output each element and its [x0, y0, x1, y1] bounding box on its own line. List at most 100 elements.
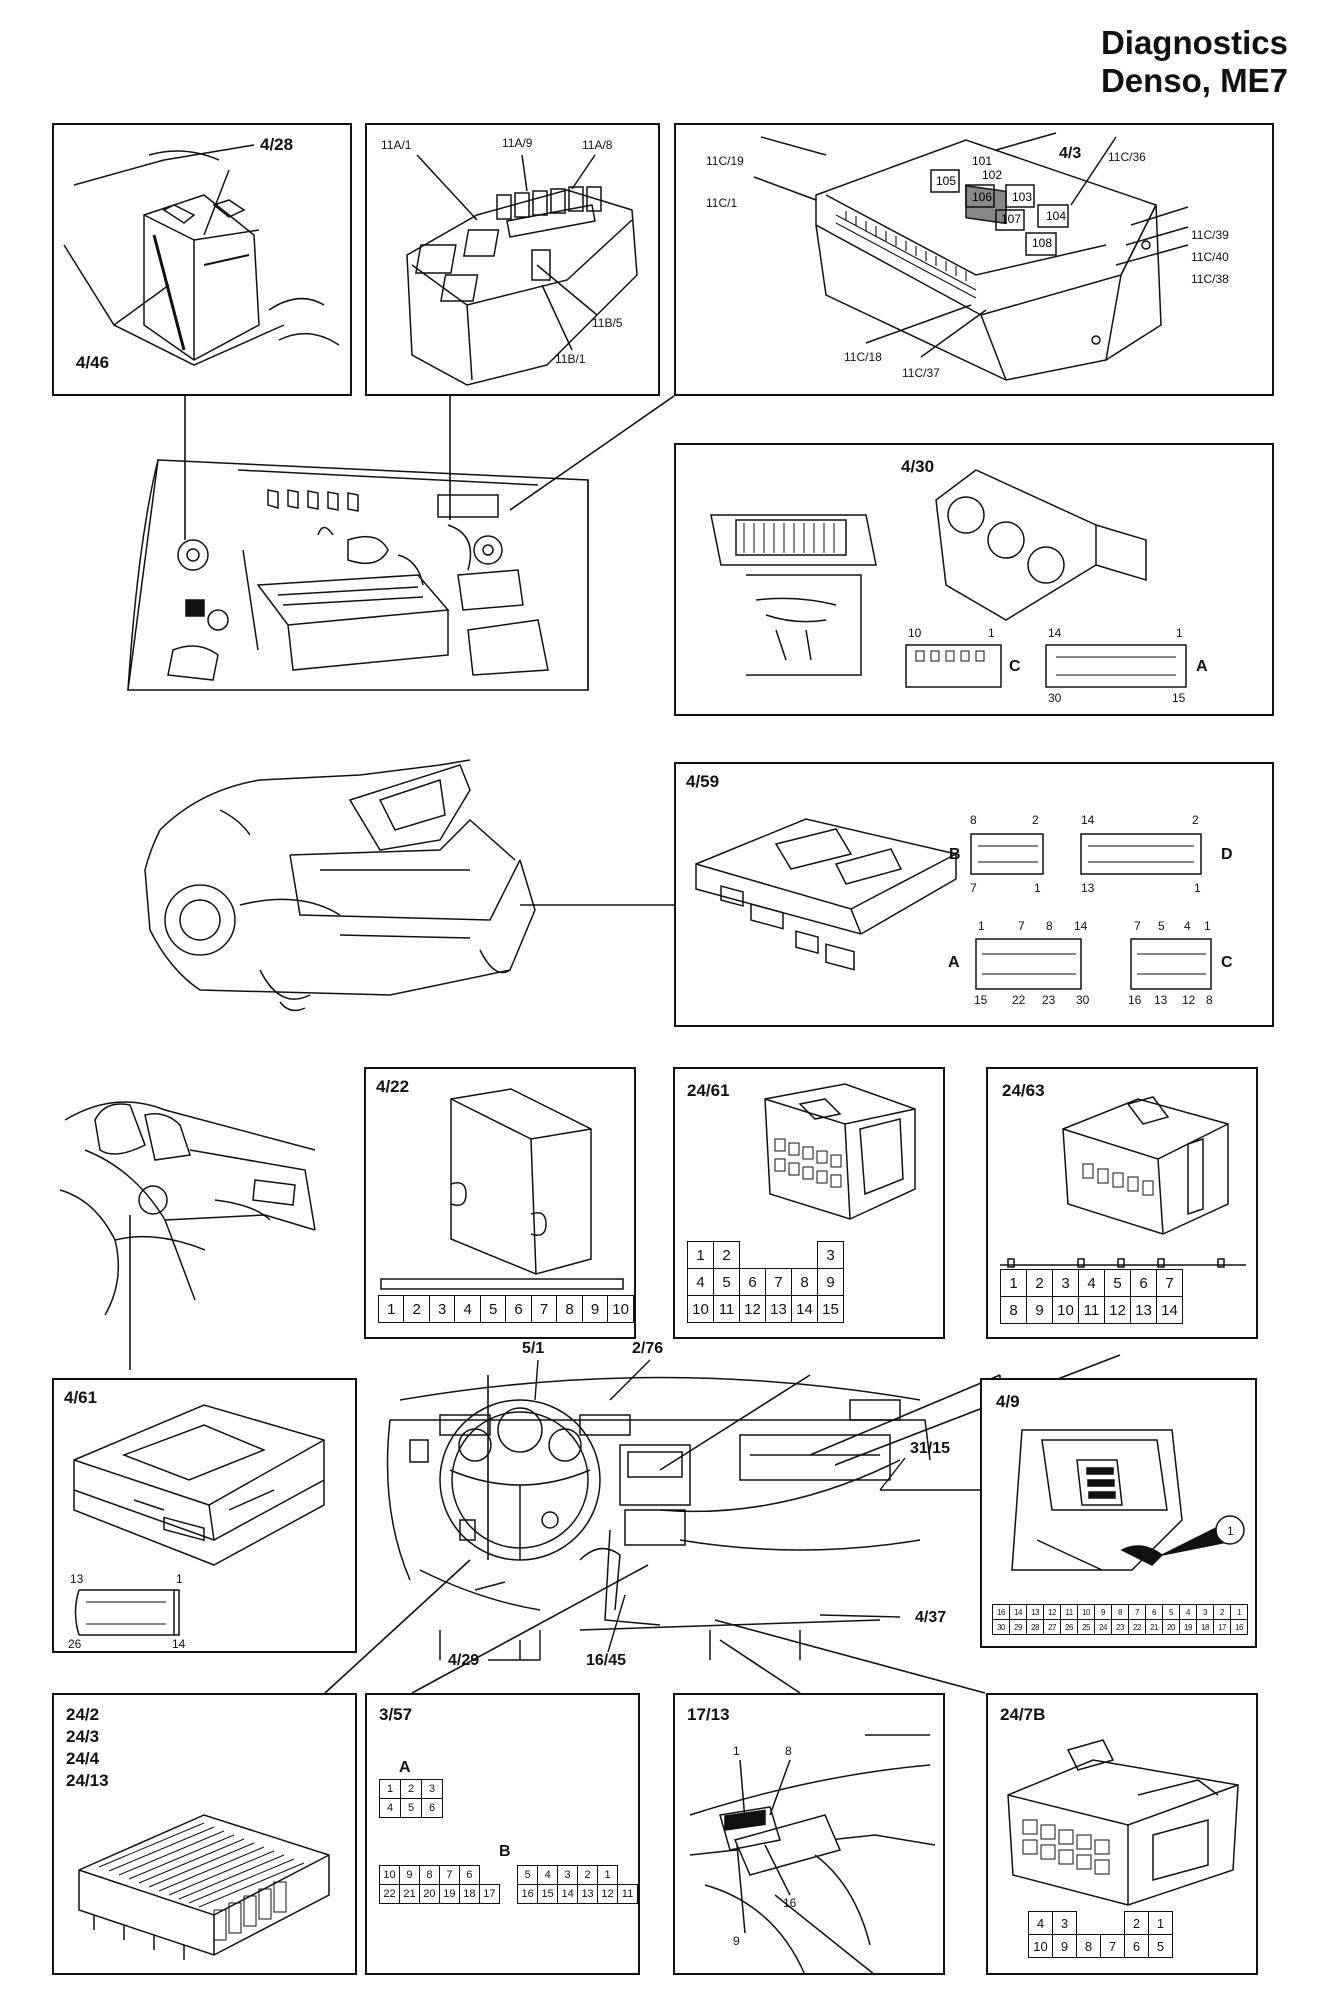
pin-cell: 3 [817, 1241, 844, 1269]
svg-text:106: 106 [972, 190, 992, 204]
p2463-drawing [1000, 1096, 1246, 1268]
pin-cell: 12 [739, 1295, 766, 1323]
pin-cell: 27 [1043, 1619, 1061, 1635]
pin-cell-empty [499, 1885, 517, 1904]
m459-a-pin-30: 30 [1076, 993, 1090, 1007]
battery-label-top: 4/28 [260, 135, 294, 154]
climate-a-pin-14: 14 [1048, 626, 1062, 640]
pin-cell: 30 [992, 1619, 1010, 1635]
relay-label-11a1: 11A/1 [381, 138, 412, 152]
pin-cell: 5 [1162, 1604, 1180, 1620]
pin-cell: 5 [713, 1268, 740, 1296]
pin-cell: 10 [607, 1295, 634, 1323]
relay-box-drawing [406, 154, 638, 386]
m459-b-pin-7: 7 [970, 881, 977, 895]
pin-cell: 5 [1104, 1269, 1131, 1297]
climate-drawing [710, 469, 1187, 688]
m459-d-pin-14: 14 [1081, 813, 1095, 827]
pin-cell: 18 [458, 1884, 480, 1904]
fuse-label-43: 4/3 [1059, 145, 1082, 162]
p242-label-242: 24/2 [66, 1705, 100, 1724]
pin-cell: 19 [1179, 1619, 1197, 1635]
pin-cell: 7 [765, 1268, 792, 1296]
pin-cell: 9 [1052, 1934, 1077, 1958]
page-title: Diagnostics Denso, ME7 [1101, 24, 1288, 100]
climate-a-pin-1: 1 [1176, 626, 1183, 640]
pin-cell: 10 [1077, 1604, 1095, 1620]
m459-c-pin-5: 5 [1158, 919, 1165, 933]
m459-b-letter: B [949, 846, 961, 863]
m459-a-pin-7: 7 [1018, 919, 1025, 933]
m459-c-pin-8: 8 [1206, 993, 1213, 1007]
pin-cell: 10 [379, 1865, 400, 1885]
pin-cell-empty [499, 1866, 517, 1885]
pin-cell: 5 [517, 1865, 539, 1885]
m459-a-pin-23: 23 [1042, 993, 1056, 1007]
panel-climate: 4/30 10 1 C 14 1 30 15 A [674, 443, 1274, 716]
pin-cell: 14 [1009, 1604, 1027, 1620]
fuse-label-11c36: 11C/36 [1108, 150, 1146, 164]
m459-b-pin-1: 1 [1034, 881, 1041, 895]
climate-c-pin-left: 10 [908, 626, 922, 640]
pin-cell: 3 [428, 1295, 456, 1323]
pin-cell: 1 [1148, 1911, 1173, 1935]
pin-cell: 6 [458, 1865, 480, 1885]
callout-437: 4/37 [915, 1609, 947, 1626]
pin-cell: 1 [687, 1241, 714, 1269]
p461-drawing [73, 1404, 325, 1636]
p247b-label: 24/7B [1000, 1705, 1046, 1724]
callout-1645: 16/45 [586, 1652, 627, 1669]
p49-callout-1: 1 [1227, 1524, 1234, 1538]
pin-cell: 10 [687, 1295, 714, 1323]
pin-cell: 11 [713, 1295, 740, 1323]
pin-cell: 2 [1124, 1911, 1149, 1935]
p49-drawing [1011, 1429, 1245, 1571]
pin-cell: 1 [379, 1779, 401, 1799]
climate-c-pin-right: 1 [988, 626, 995, 640]
pin-cell: 7 [1156, 1269, 1183, 1297]
pin-cell: 13 [1026, 1604, 1044, 1620]
pin-cell: 4 [454, 1295, 481, 1323]
pin-cell-empty [1101, 1912, 1125, 1935]
fuse-label-11c37: 11C/37 [902, 366, 940, 380]
fuse-label-11c38: 11C/38 [1191, 272, 1229, 286]
p1713-pin-9: 9 [733, 1934, 740, 1948]
p461-pin-1: 1 [176, 1572, 183, 1586]
svg-text:103: 103 [1012, 190, 1032, 204]
p49-label: 4/9 [996, 1392, 1020, 1411]
fuse-box-drawing: 101 102 103 104 105 106 107 108 [753, 132, 1189, 381]
p461-pin-13: 13 [70, 1572, 84, 1586]
m459-b-pin-2: 2 [1032, 813, 1039, 827]
callout-276: 2/76 [632, 1340, 664, 1357]
p2461-drawing [764, 1083, 916, 1220]
pin-cell: 8 [418, 1865, 440, 1885]
pin-cell: 5 [479, 1295, 507, 1323]
panel-242: 24/2 24/3 24/4 24/13 [52, 1693, 357, 1975]
m459-a-pin-22: 22 [1012, 993, 1026, 1007]
pin-cell: 8 [556, 1295, 583, 1323]
pin-cell: 12 [597, 1884, 619, 1904]
pin-cell: 9 [581, 1295, 609, 1323]
pin-cell: 7 [1100, 1934, 1125, 1958]
p2463-label: 24/63 [1002, 1081, 1045, 1100]
pin-cell: 17 [1213, 1619, 1231, 1635]
relay-label-11b1: 11B/1 [555, 352, 586, 366]
pin-cell: 4 [687, 1268, 714, 1296]
fuse-label-11c18: 11C/18 [844, 350, 882, 364]
pin-cell: 11 [1078, 1296, 1105, 1324]
pin-cell: 28 [1026, 1619, 1044, 1635]
pin-cell: 9 [1026, 1296, 1053, 1324]
pin-cell: 8 [791, 1268, 818, 1296]
panel-1713: 17/13 1 8 16 9 [673, 1693, 945, 1976]
pin-cell: 20 [418, 1884, 440, 1904]
p422-label: 4/22 [376, 1077, 410, 1096]
pin-cell: 20 [1162, 1619, 1180, 1635]
